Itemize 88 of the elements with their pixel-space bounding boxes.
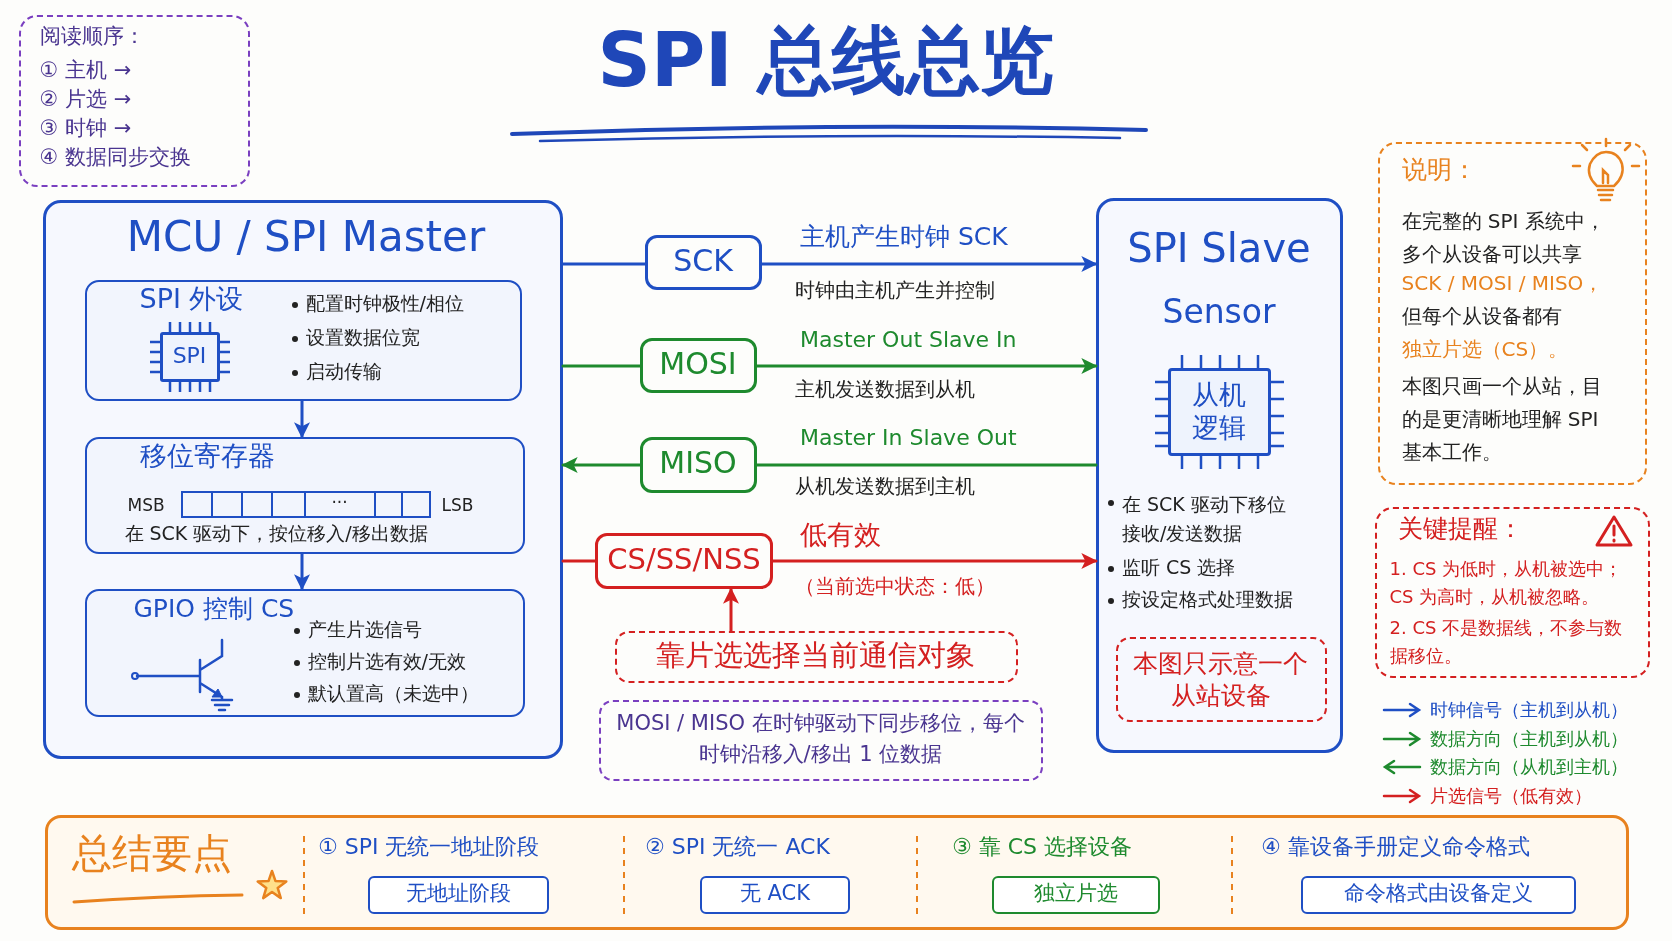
signal-box: [640, 437, 757, 493]
point-heading: ② SPI 无统一 ACK: [645, 834, 830, 861]
note-text: 独立片选（CS）。: [1401, 336, 1569, 361]
signal-name: CS/SS/NSS: [607, 542, 761, 577]
connector-line: [561, 262, 647, 266]
arrow: [760, 256, 1098, 272]
slave-panel: [1096, 198, 1343, 753]
bullet-text: 在 SCK 驱动下移位接收/发送数据: [1106, 490, 1292, 547]
legend-text: 数据方向（从机到主机）: [1430, 756, 1628, 778]
bullet-text: 按设定格式处理数据: [1106, 588, 1293, 611]
legend-text: 片选信号（低有效）: [1430, 784, 1592, 807]
arrow: [561, 457, 642, 473]
bullet-text: 启动传输: [289, 359, 382, 383]
chip-label: 从机逻辑: [1190, 377, 1247, 445]
chip: [159, 331, 220, 382]
tag-text: 命令格式由设备定义: [1343, 881, 1533, 907]
step-text: ② 片选 →: [39, 86, 132, 112]
note-text: 在完整的 SPI 系统中，多个从设备可以共享: [1401, 207, 1606, 268]
connector-line: [561, 364, 642, 368]
callout-box: [615, 631, 1018, 683]
bullet-text: 监听 CS 选择: [1106, 556, 1236, 579]
box-text: 在 SCK 驱动下，按位移入/移出数据: [124, 521, 428, 545]
module-box: [85, 589, 525, 717]
arrow: [723, 587, 739, 633]
note-box: [599, 700, 1043, 781]
summary-band: [45, 815, 1629, 930]
summary-heading: 总结要点: [72, 829, 232, 877]
warning-text: 2. CS 不是数据线，不参与数据移位。: [1389, 615, 1624, 669]
warning-box: [1375, 507, 1650, 678]
point-heading: ① SPI 无统一地址阶段: [318, 834, 540, 861]
bit-label: LSB: [441, 494, 474, 515]
chip-label: SPI: [172, 342, 207, 369]
line-caption: 时钟由主机产生并控制: [795, 278, 995, 302]
master-panel: [43, 200, 563, 759]
point-heading: ④ 靠设备手册定义命令格式: [1261, 834, 1530, 861]
note-text: 本图只画一个从站，目的是更清晰地理解 SPI 基本工作。: [1401, 372, 1602, 466]
line-caption: 主机发送数据到从机: [795, 377, 975, 401]
panel-subtitle: Sensor: [1162, 292, 1276, 332]
signal-box: [640, 338, 757, 393]
box-heading: 说明：: [1401, 154, 1477, 185]
line-caption: 从机发送数据到主机: [795, 474, 975, 498]
note-text: 但每个从设备都有: [1401, 303, 1562, 328]
note-text: MOSI / MISO 在时钟驱动下同步移位，每个时钟沿移入/移出 1 位数据: [615, 709, 1026, 768]
connector-line: [755, 463, 1098, 467]
signal-box: [595, 533, 773, 589]
box-heading: 移位寄存器: [139, 439, 275, 472]
panel-title: MCU / SPI Master: [126, 212, 486, 263]
step-text: ③ 时钟 →: [39, 115, 132, 141]
warning-text: 1. CS 为低时，从机被选中；CS 为高时，从机被忽略。: [1389, 556, 1624, 610]
callout-text: 靠片选选择当前通信对象: [656, 637, 975, 673]
bit-label: MSB: [127, 494, 165, 515]
line-caption: （当前选中状态：低）: [795, 574, 995, 598]
box-heading: SPI 外设: [139, 282, 244, 315]
box-heading: 关键提醒：: [1397, 513, 1523, 544]
signal-name: MOSI: [659, 346, 737, 382]
edge-label: 主机产生时钟 SCK: [797, 222, 1011, 252]
signal-box: [645, 235, 762, 290]
note-box: [1116, 637, 1327, 722]
ellipsis-text: ···: [331, 491, 348, 512]
bullet-text: 默认置高（未选中）: [291, 681, 479, 705]
bullet-text: 配置时钟极性/相位: [289, 291, 464, 315]
module-box: [85, 280, 522, 401]
arrow: [294, 552, 310, 591]
box-heading: 阅读顺序：: [39, 23, 145, 49]
point-heading: ③ 靠 CS 选择设备: [952, 834, 1133, 861]
chip: [1168, 368, 1271, 456]
legend-text: 时钟信号（主机到从机）: [1430, 699, 1628, 721]
module-box: [85, 437, 525, 554]
legend-text: 数据方向（主机到从机）: [1430, 727, 1628, 750]
step-text: ④ 数据同步交换: [39, 144, 191, 170]
arrow: [755, 358, 1098, 374]
arrow: [294, 399, 310, 439]
signal-name: SCK: [673, 243, 733, 279]
panel-title: SPI Slave: [1127, 224, 1311, 272]
signal-name: MISO: [659, 445, 737, 481]
step-text: ① 主机 →: [39, 57, 132, 83]
reading-order-box: [19, 15, 250, 187]
bullet-text: 控制片选有效/无效: [291, 649, 466, 673]
tag-text: 独立片选: [1034, 881, 1118, 907]
tag-text: 无 ACK: [739, 881, 811, 907]
bullet-text: 设置数据位宽: [289, 325, 420, 349]
tag-text: 无地址阶段: [405, 881, 511, 907]
connector-line: [561, 559, 597, 563]
arrow: [771, 553, 1098, 569]
title: SPI 总线总览: [597, 16, 1055, 105]
note-text: 本图只示意一个从站设备: [1132, 647, 1309, 712]
note-text: SCK / MOSI / MISO，: [1401, 270, 1604, 295]
note-box: [1378, 142, 1647, 485]
